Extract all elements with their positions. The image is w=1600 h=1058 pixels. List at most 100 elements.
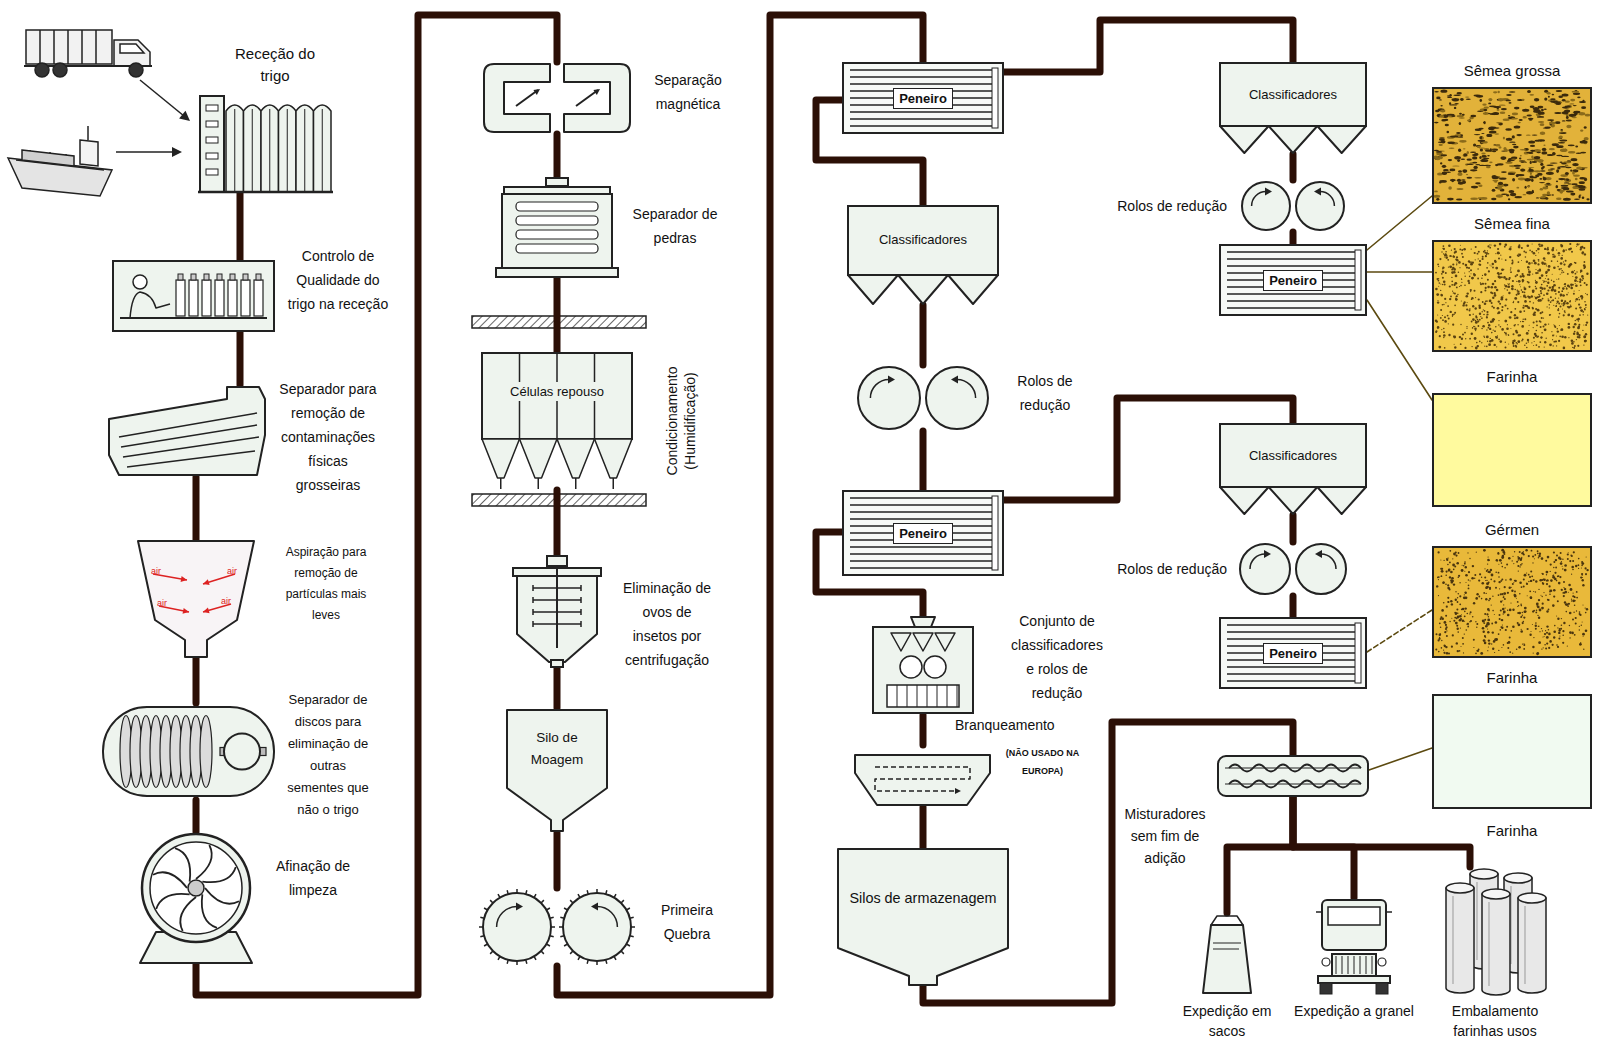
- resting-cells-text-frame: Células repouso: [487, 378, 627, 404]
- resting-cells-label: Condicionamento (Humidificação): [664, 367, 698, 476]
- resting-cells-shape: [481, 352, 633, 490]
- resting-cells: Células repousoCondicionamento (Humidifi…: [481, 352, 633, 490]
- cleaning-fan: Afinação de limpeza: [122, 832, 270, 964]
- aspiration-unit: Aspiração para remoção de partículas mai…: [137, 540, 255, 658]
- milling-silo-shape: [505, 708, 609, 833]
- packaging-silos-text-frame: Embalamento farinhas usos: [1435, 1001, 1555, 1041]
- packaging-silos-shape: [1440, 867, 1550, 997]
- flow-line: [1293, 596, 1294, 617]
- classifier-box-shape: [847, 205, 999, 305]
- leader-line: [1367, 196, 1432, 250]
- leader-line: [1369, 748, 1432, 770]
- quality-control-label: Controlo de Qualidade do trigo na receçã…: [288, 248, 388, 312]
- connector-path: [554, 833, 561, 888]
- air-mark: air: [151, 566, 161, 576]
- bag-dispatch-shape: [1199, 913, 1255, 995]
- connector-path: [554, 668, 561, 708]
- classifier-box-label: Classificadores: [879, 231, 967, 248]
- flow-line: [196, 15, 557, 995]
- bag-dispatch-label: Expedição em sacos: [1183, 1003, 1272, 1039]
- cleaning-fan-label: Afinação de limpeza: [276, 858, 350, 898]
- packaging-silos: Embalamento farinhas usos: [1440, 867, 1550, 997]
- classifier-box-shape: [1219, 423, 1367, 515]
- connector-path: [1367, 300, 1432, 400]
- bag-dispatch-text-frame: Expedição em sacos: [1167, 1001, 1287, 1041]
- flow-line: [557, 833, 558, 888]
- bag-dispatch: Expedição em sacos: [1199, 913, 1255, 995]
- milling-silo: Silo de Moagem: [505, 708, 609, 833]
- connector-path: [193, 658, 200, 703]
- coarse-separator-text-frame: Separador para remoção de contaminações …: [274, 377, 382, 497]
- connector-path: [920, 715, 927, 745]
- quality-control-text-frame: Controlo de Qualidade do trigo na receçã…: [282, 244, 394, 316]
- first-break-rolls: Primeira Quebra: [477, 888, 637, 966]
- classifier-roll-set-text-frame: Conjunto de classificadores e rolos de r…: [1007, 609, 1107, 705]
- screw-mixer-label: Misturadores sem fim de adição: [1125, 806, 1206, 866]
- product-swatch-shape: [1432, 240, 1592, 352]
- aspiration-unit-shape: [137, 540, 255, 658]
- air-mark: air: [227, 566, 237, 576]
- air-mark-frame: air: [221, 590, 231, 608]
- aspiration-unit-text-frame: Aspiração para remoção de partículas mai…: [285, 542, 367, 626]
- connector-path: [237, 332, 244, 385]
- stone-separator-label: Separador de pedras: [633, 206, 718, 246]
- air-mark-frame: air: [227, 560, 237, 578]
- connector-path: [193, 800, 200, 832]
- product-swatch-shape: [1432, 87, 1592, 204]
- bleaching-unit-label: (NÃO USADO NA EUROPA): [1006, 748, 1080, 776]
- flow-line: [557, 668, 558, 708]
- classifier-box-text-frame: Classificadores: [1223, 68, 1363, 120]
- stone-separator: Separador de pedras: [496, 178, 618, 278]
- classifier-box: Classificadores: [847, 205, 999, 305]
- air-mark: air: [221, 596, 231, 606]
- flow-line: [557, 490, 558, 556]
- sifter-box: Peneiro: [842, 62, 1004, 134]
- product-swatch: Sêmea grossa: [1432, 87, 1592, 204]
- sifter-box-label: Peneiro: [1263, 270, 1323, 291]
- connector-path: [237, 193, 244, 260]
- air-mark: air: [157, 598, 167, 608]
- stone-separator-shape: [496, 178, 618, 278]
- screw-mixer: Misturadores sem fim de adição: [1217, 755, 1369, 797]
- sifter-box-label: Peneiro: [1263, 643, 1323, 664]
- product-swatch: Gérmen: [1432, 546, 1592, 658]
- flow-line: [196, 658, 197, 703]
- coarse-separator-label: Separador para remoção de contaminações …: [279, 381, 376, 493]
- milling-silo-label: Silo de Moagem: [511, 727, 603, 771]
- flow-line: [1293, 232, 1294, 244]
- magnetic-separator: Separação magnética: [482, 62, 632, 134]
- flow-line: [1293, 515, 1294, 542]
- reduction-rolls-shape: [1235, 542, 1351, 596]
- classifier-box: Classificadores: [1219, 423, 1367, 515]
- resting-cells-label: Células repouso: [505, 382, 609, 401]
- flow-line: [1227, 797, 1293, 913]
- disc-separator-label: Separador de discos para eliminação de o…: [287, 692, 369, 817]
- bulk-dispatch-shape: [1314, 898, 1394, 995]
- flow-line: [196, 477, 197, 540]
- product-swatch-shape: [1432, 546, 1592, 658]
- air-mark-frame: air: [157, 592, 167, 610]
- leader-line: [1367, 300, 1432, 400]
- delivery-arrow: [116, 80, 190, 157]
- first-break-rolls-shape: [477, 888, 637, 966]
- disc-separator: Separador de discos para eliminação de o…: [102, 703, 275, 800]
- classifier-roll-set-shape: [867, 617, 979, 715]
- flow-line: [923, 807, 924, 848]
- reduction-rolls-shape: [855, 365, 991, 431]
- first-break-rolls-label: Primeira Quebra: [661, 902, 713, 942]
- centrifuge: Eliminação de ovos de insetos por centri…: [505, 556, 609, 668]
- sifter-box-text-frame: Peneiro: [1249, 639, 1337, 667]
- coarse-separator: Separador para remoção de contaminações …: [107, 385, 270, 477]
- bleaching-unit-text-frame: (NÃO USADO NA EUROPA): [995, 742, 1090, 778]
- sifter-box-label: Peneiro: [893, 88, 953, 109]
- product-label: Farinha: [1487, 822, 1538, 839]
- screw-mixer-shape: [1217, 755, 1369, 797]
- quality-control-shape: [112, 260, 275, 332]
- flow-line: [1293, 154, 1294, 180]
- packaging-silos-label: Embalamento farinhas usos: [1452, 1003, 1538, 1039]
- quality-control: Controlo de Qualidade do trigo na receçã…: [112, 260, 275, 332]
- magnetic-separator-label: Separação magnética: [654, 72, 722, 112]
- cleaning-fan-text-frame: Afinação de limpeza: [272, 854, 354, 902]
- product-swatch-label: Farinha: [1487, 669, 1538, 686]
- storage-silo: Silos de armazenagem: [837, 848, 1009, 986]
